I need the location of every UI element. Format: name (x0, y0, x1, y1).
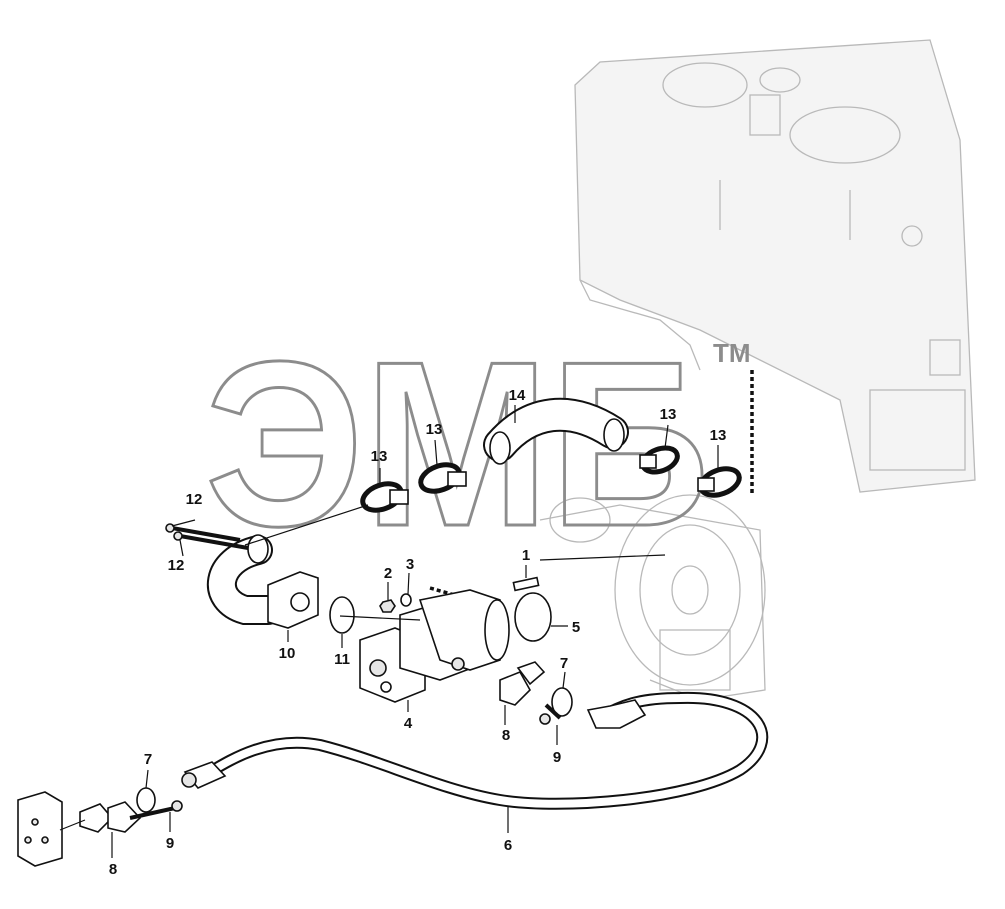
trademark-mark: TM (713, 338, 751, 368)
callout-9: 9 (166, 835, 174, 852)
callout-4: 4 (404, 715, 413, 732)
gearbox-ghost (539, 494, 766, 701)
callout-7: 7 (144, 751, 152, 768)
hose-clamp (360, 481, 409, 513)
callout-13: 13 (371, 448, 388, 465)
o-ring (136, 787, 156, 813)
callout-9: 9 (553, 749, 561, 766)
callout-12: 12 (168, 557, 185, 574)
callout-13: 13 (660, 406, 677, 423)
pressure-hose (181, 691, 769, 810)
suction-hose (483, 397, 629, 465)
o-ring (329, 596, 355, 634)
hydraulic-tank-ghost (574, 39, 976, 493)
shaft-key (512, 576, 540, 592)
callout-13: 13 (426, 421, 443, 438)
callout-2: 2 (384, 565, 392, 582)
split-flange (499, 661, 546, 706)
bolt (539, 703, 562, 725)
callout-3: 3 (406, 556, 414, 573)
callout-7: 7 (560, 655, 568, 672)
split-flange (79, 801, 142, 833)
hose-clamp (697, 466, 742, 498)
callout-12: 12 (186, 491, 203, 508)
bolt (129, 800, 183, 820)
leader-lines (59, 405, 719, 858)
callout-6: 6 (504, 837, 512, 854)
callout-5: 5 (572, 619, 580, 636)
callout-14: 14 (509, 387, 526, 404)
callouts: 1 2 3 4 5 6 7 7 8 8 9 9 10 11 12 12 13 1… (109, 387, 727, 878)
callout-8: 8 (109, 861, 117, 878)
callout-1: 1 (522, 547, 530, 564)
callout-8: 8 (502, 727, 510, 744)
callout-11: 11 (334, 651, 350, 668)
bolt (165, 523, 241, 542)
callout-13: 13 (710, 427, 727, 444)
watermark-text: ЭМБ (205, 312, 710, 575)
nut (379, 599, 396, 613)
valve-block (17, 791, 63, 867)
bolt (173, 531, 249, 550)
hose-clamp (639, 445, 680, 475)
inlet-elbow-flange (206, 534, 319, 629)
watermark: ЭМБ TM (204, 311, 751, 577)
gasket (514, 592, 552, 642)
hose-clamp (418, 462, 467, 494)
callout-10: 10 (279, 645, 296, 662)
washer (400, 593, 412, 607)
o-ring (551, 687, 573, 717)
